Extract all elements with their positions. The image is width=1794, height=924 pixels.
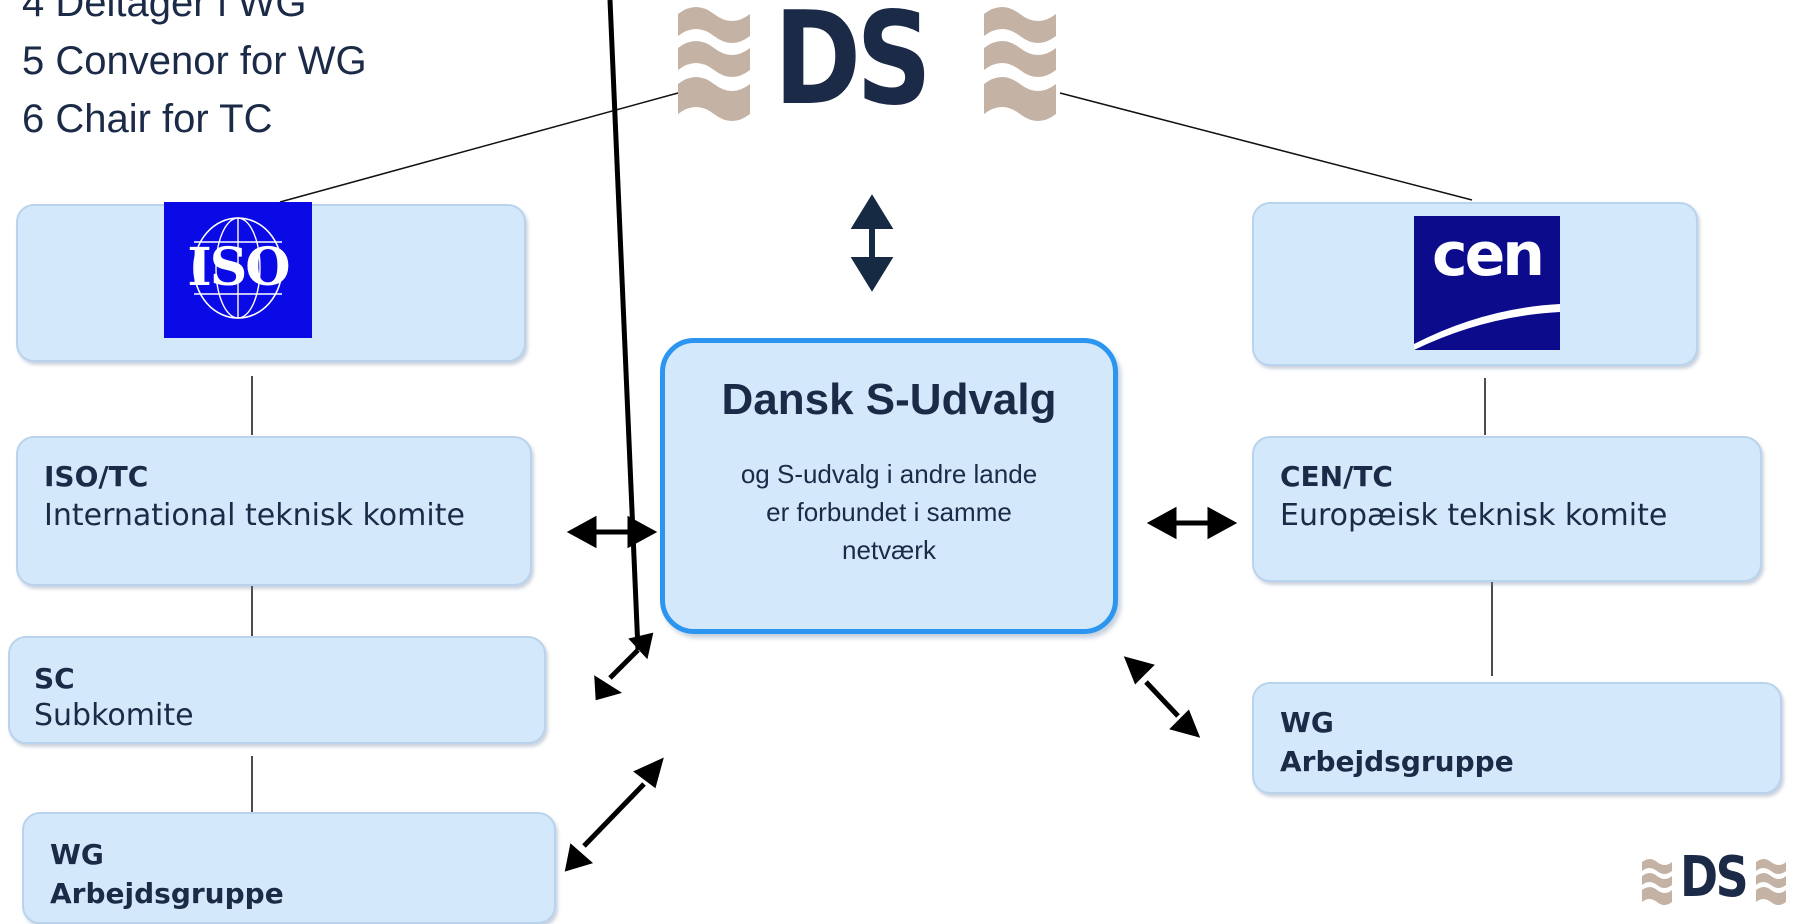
cen-box: cen bbox=[1252, 202, 1698, 366]
wave-left-icon bbox=[678, 7, 750, 121]
iso-tc-subtitle: International teknisk komite bbox=[44, 498, 465, 533]
cenwg-center-double-arrow bbox=[1123, 656, 1201, 738]
iso-logo: ISO bbox=[164, 202, 312, 338]
iso-wg-subtitle: Arbejdsgruppe bbox=[50, 877, 284, 910]
cen-wg-subtitle: Arbejdsgruppe bbox=[1280, 745, 1514, 778]
wave-right-icon bbox=[984, 7, 1056, 121]
globe-icon bbox=[193, 217, 283, 319]
wave-right-small-icon bbox=[1756, 859, 1786, 905]
list-item-4: 4 Deltager i WG bbox=[22, 0, 307, 25]
ds-logo-small: DS bbox=[1640, 846, 1790, 912]
ds-iso-connector bbox=[279, 92, 679, 203]
list-item-5: 5 Convenor for WG bbox=[22, 39, 367, 83]
center-line-3: netværk bbox=[842, 535, 936, 565]
cen-logo: cen bbox=[1414, 216, 1560, 350]
center-line-1: og S-udvalg i andre lande bbox=[740, 459, 1038, 489]
ds-logo-text: DS bbox=[774, 0, 932, 134]
sc-box: SC Subkomite bbox=[8, 636, 546, 744]
iso-wg-box: WG Arbejdsgruppe bbox=[22, 812, 556, 924]
sc-subtitle: Subkomite bbox=[34, 698, 194, 733]
sc-title: SC bbox=[34, 662, 75, 695]
cen-tc-title: CEN/TC bbox=[1280, 460, 1393, 493]
cen-swoosh-icon bbox=[1414, 304, 1560, 350]
participation-list: 4 Deltager i WG 5 Convenor for WG 6 Chai… bbox=[22, 0, 367, 148]
cen-logo-text: cen bbox=[1432, 220, 1545, 290]
iso-wg-title: WG bbox=[50, 838, 104, 871]
ds-logo: DS bbox=[674, 0, 1064, 130]
ds-cen-connector bbox=[1059, 92, 1473, 201]
iso-logo-text: ISO bbox=[187, 237, 290, 298]
center-title: Dansk S-Udvalg bbox=[721, 375, 1057, 424]
cen-tc-subtitle: Europæisk teknisk komite bbox=[1280, 498, 1668, 533]
sc-center-double-arrow bbox=[594, 0, 654, 701]
center-line-2: er forbundet i samme bbox=[766, 497, 1012, 527]
cen-wg-title: WG bbox=[1280, 706, 1334, 739]
ds-logo-small-text: DS bbox=[1680, 845, 1749, 910]
iso-tc-box: ISO/TC International teknisk komite bbox=[16, 436, 532, 586]
iso-tc-title: ISO/TC bbox=[44, 460, 149, 493]
ds-center-double-arrow bbox=[850, 194, 894, 292]
iso-box: ISO bbox=[16, 202, 526, 362]
wg-center-double-arrow bbox=[564, 757, 664, 872]
wave-left-small-icon bbox=[1642, 859, 1672, 905]
list-item-6: 6 Chair for TC bbox=[22, 97, 273, 141]
centc-center-double-arrow bbox=[1146, 506, 1238, 540]
dansk-s-udvalg-box: Dansk S-Udvalg og S-udvalg i andre lande… bbox=[660, 338, 1118, 634]
isotc-center-double-arrow bbox=[566, 515, 658, 549]
cen-tc-box: CEN/TC Europæisk teknisk komite bbox=[1252, 436, 1762, 582]
cen-wg-box: WG Arbejdsgruppe bbox=[1252, 682, 1782, 794]
